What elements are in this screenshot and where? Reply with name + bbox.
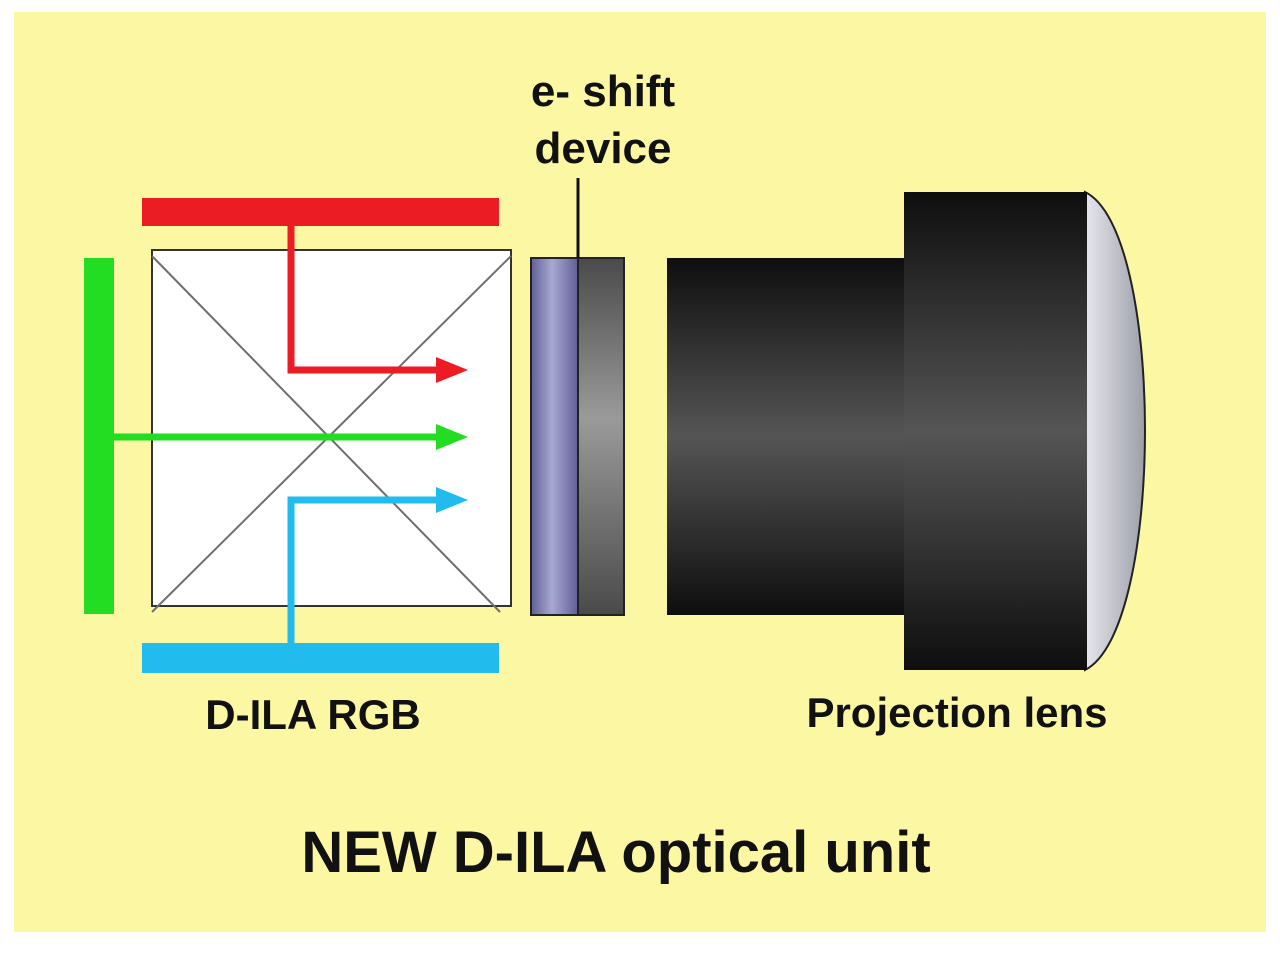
eshift-label-line1: e- shift bbox=[531, 67, 676, 116]
projection-lens bbox=[667, 190, 1146, 672]
green-light-path bbox=[114, 424, 468, 450]
prism-cube bbox=[151, 249, 512, 613]
blue-light-path bbox=[287, 487, 468, 643]
diagram-title: NEW D-ILA optical unit bbox=[301, 820, 930, 885]
lens-glass bbox=[1084, 190, 1146, 672]
eshift-device bbox=[530, 257, 625, 616]
lens-front-housing bbox=[904, 192, 1087, 670]
lens-barrel bbox=[667, 258, 907, 615]
red-dila-panel bbox=[142, 198, 499, 226]
green-dila-panel bbox=[84, 258, 114, 614]
dila-rgb-label: D-ILA RGB bbox=[205, 691, 420, 738]
blue-dila-panel bbox=[142, 643, 499, 673]
projection-lens-label: Projection lens bbox=[806, 689, 1107, 736]
eshift-label-line2: device bbox=[535, 124, 672, 173]
red-light-path bbox=[287, 226, 468, 383]
